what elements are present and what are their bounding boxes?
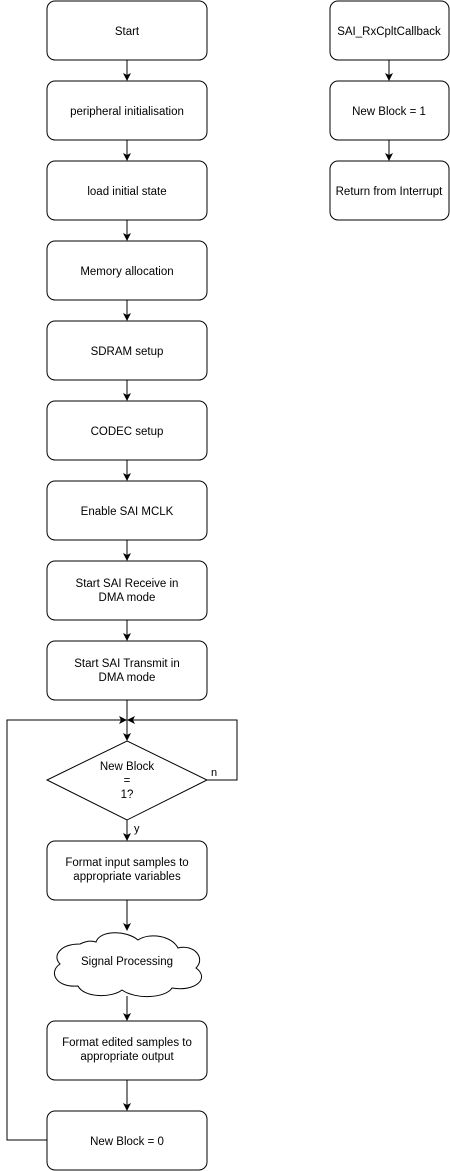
edge-decision-no-loop bbox=[127, 716, 238, 781]
start-node: Start bbox=[46, 0, 208, 61]
sdram-setup-label: SDRAM setup bbox=[91, 346, 164, 358]
decision-node: New Block = 1? bbox=[45, 740, 209, 821]
main-connectors bbox=[6, 60, 238, 1141]
signal-processing-label: Signal Processing bbox=[81, 956, 173, 968]
decision-label-line2: = bbox=[124, 775, 131, 787]
edge-reset-loop-back bbox=[6, 716, 127, 1141]
reset-block-node: New Block = 0 bbox=[46, 1110, 208, 1171]
start-transmit-label-line1: Start SAI Transmit in bbox=[74, 658, 179, 670]
start-transmit-node: Start SAI Transmit in DMA mode bbox=[46, 640, 208, 701]
edge-label-no: n bbox=[211, 767, 217, 779]
start-receive-label-line1: Start SAI Receive in bbox=[76, 578, 179, 590]
enable-mclk-label: Enable SAI MCLK bbox=[81, 506, 174, 518]
decision-label-line1: New Block bbox=[100, 761, 155, 773]
format-output-label-line1: Format edited samples to bbox=[62, 1037, 192, 1049]
enable-mclk-node: Enable SAI MCLK bbox=[46, 480, 208, 541]
load-state-node: load initial state bbox=[46, 160, 208, 221]
format-input-node: Format input samples to appropriate vari… bbox=[46, 840, 208, 901]
start-label: Start bbox=[115, 26, 140, 38]
format-input-label-line2: appropriate variables bbox=[73, 871, 181, 883]
codec-setup-node: CODEC setup bbox=[46, 400, 208, 461]
peripheral-init-label: peripheral initialisation bbox=[70, 106, 184, 118]
format-input-label-line1: Format input samples to bbox=[65, 857, 188, 869]
codec-setup-label: CODEC setup bbox=[91, 426, 164, 438]
format-output-label-line2: appropriate output bbox=[80, 1051, 174, 1063]
decision-label-line3: 1? bbox=[121, 789, 134, 801]
load-state-label: load initial state bbox=[87, 186, 166, 198]
sdram-setup-node: SDRAM setup bbox=[46, 320, 208, 381]
return-node: Return from Interrupt bbox=[329, 160, 450, 221]
edge-label-yes: y bbox=[134, 823, 140, 835]
format-output-node: Format edited samples to appropriate out… bbox=[46, 1020, 208, 1081]
memory-alloc-node: Memory allocation bbox=[46, 240, 208, 301]
signal-processing-node: Signal Processing bbox=[54, 932, 203, 997]
start-transmit-label-line2: DMA mode bbox=[99, 672, 156, 684]
return-label: Return from Interrupt bbox=[336, 186, 444, 198]
start-receive-node: Start SAI Receive in DMA mode bbox=[46, 560, 208, 621]
set-block-node: New Block = 1 bbox=[329, 80, 450, 141]
peripheral-init-node: peripheral initialisation bbox=[46, 80, 208, 141]
callback-node: SAI_RxCpltCallback bbox=[329, 0, 450, 61]
start-receive-label-line2: DMA mode bbox=[99, 592, 156, 604]
memory-alloc-label: Memory allocation bbox=[80, 266, 173, 278]
callback-label: SAI_RxCpltCallback bbox=[337, 26, 441, 38]
set-block-label: New Block = 1 bbox=[352, 106, 426, 118]
reset-block-label: New Block = 0 bbox=[90, 1136, 164, 1148]
